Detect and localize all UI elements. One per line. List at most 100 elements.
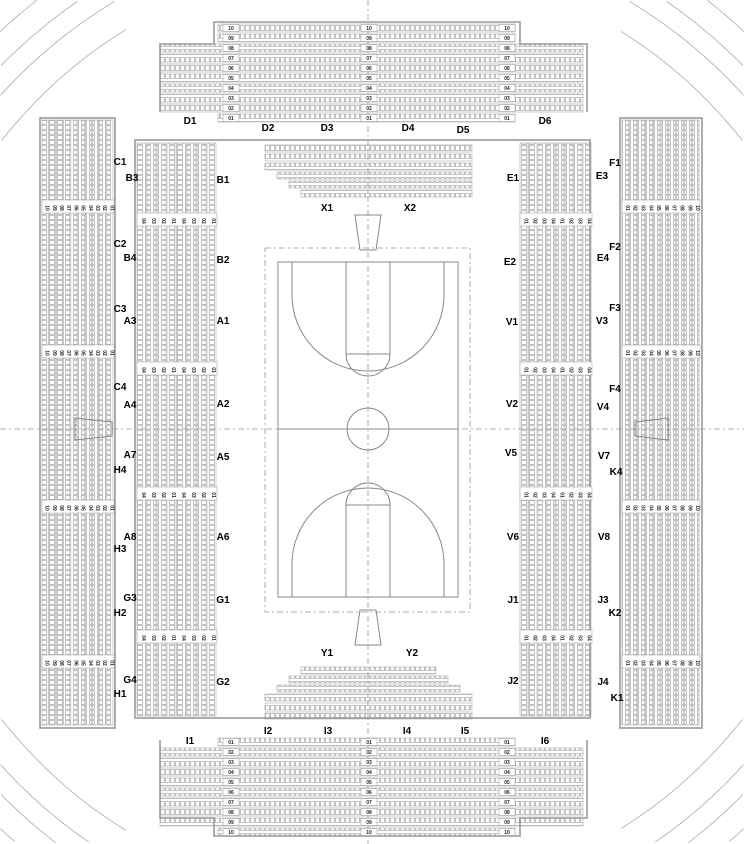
row-number-box bbox=[360, 64, 378, 72]
row-number: 02 bbox=[632, 660, 638, 666]
stadium-ring bbox=[620, 719, 743, 829]
seat-row-y[interactable] bbox=[276, 684, 461, 693]
section-label-e3: E3 bbox=[596, 171, 609, 182]
row-number-box bbox=[222, 94, 240, 102]
row-number: 03 bbox=[94, 205, 100, 211]
seat-column[interactable] bbox=[573, 142, 583, 717]
seat-row-x[interactable] bbox=[300, 189, 473, 198]
seat-column[interactable] bbox=[186, 142, 197, 717]
row-number: 08 bbox=[366, 810, 372, 816]
row-number: 02 bbox=[504, 106, 510, 112]
seat-column[interactable] bbox=[41, 119, 49, 726]
seat-column[interactable] bbox=[537, 142, 547, 717]
section-label-e4: E4 bbox=[597, 253, 610, 264]
seat-column[interactable] bbox=[146, 142, 157, 717]
seat-column[interactable] bbox=[676, 119, 684, 726]
section-label-c2: C2 bbox=[114, 239, 127, 250]
aisle bbox=[519, 629, 593, 644]
seat-row-y[interactable] bbox=[264, 711, 473, 720]
seat-column[interactable] bbox=[92, 119, 99, 726]
seat-column[interactable] bbox=[77, 119, 85, 726]
aisle bbox=[621, 654, 701, 669]
seat-row-x[interactable] bbox=[264, 144, 473, 153]
seat-column[interactable] bbox=[176, 142, 187, 717]
row-number: 02 bbox=[160, 218, 166, 224]
seat-row-y[interactable] bbox=[300, 666, 437, 675]
seat-column[interactable] bbox=[691, 119, 700, 726]
row-number-box bbox=[360, 788, 378, 796]
row-number: 07 bbox=[504, 56, 510, 62]
row-number: 01 bbox=[170, 635, 176, 641]
seat-column[interactable] bbox=[166, 142, 177, 717]
seat-row-x[interactable] bbox=[288, 180, 473, 189]
row-number: 04 bbox=[586, 635, 592, 641]
seat-column[interactable] bbox=[56, 119, 63, 726]
seat-column[interactable] bbox=[136, 142, 147, 717]
row-number-box bbox=[360, 768, 378, 776]
seat-column[interactable] bbox=[582, 142, 592, 717]
seat-row-x[interactable] bbox=[264, 162, 473, 171]
row-number: 08 bbox=[58, 205, 64, 211]
row-number: 03 bbox=[640, 350, 646, 356]
row-number: 07 bbox=[65, 205, 71, 211]
row-number: 07 bbox=[504, 800, 510, 806]
row-number: 02 bbox=[228, 750, 234, 756]
section-label-f3: F3 bbox=[609, 303, 621, 314]
seat-column[interactable] bbox=[564, 142, 574, 717]
row-number: 09 bbox=[686, 205, 692, 211]
seat-column[interactable] bbox=[99, 119, 107, 726]
row-number: 04 bbox=[550, 492, 556, 498]
stadium-ring bbox=[1, 719, 127, 832]
seat-column[interactable] bbox=[84, 119, 92, 726]
seat-row-x[interactable] bbox=[264, 153, 473, 162]
seat-column[interactable] bbox=[48, 119, 56, 726]
seat-row-y[interactable] bbox=[264, 702, 473, 711]
row-number-box bbox=[498, 798, 516, 806]
row-number: 03 bbox=[541, 218, 547, 224]
row-number: 02 bbox=[366, 750, 372, 756]
seat-column[interactable] bbox=[70, 119, 78, 726]
row-number: 08 bbox=[679, 505, 685, 511]
seat-column[interactable] bbox=[546, 142, 556, 717]
row-number: 01 bbox=[523, 218, 529, 224]
seat-column[interactable] bbox=[668, 119, 676, 726]
seat-column[interactable] bbox=[196, 142, 207, 717]
row-number: 05 bbox=[80, 505, 86, 511]
seat-column[interactable] bbox=[637, 119, 645, 726]
row-number: 01 bbox=[366, 740, 372, 746]
seat-column[interactable] bbox=[555, 142, 565, 717]
row-number: 04 bbox=[647, 505, 653, 511]
row-number: 03 bbox=[366, 96, 372, 102]
seat-row-x[interactable] bbox=[276, 171, 473, 180]
row-number: 09 bbox=[51, 350, 57, 356]
row-number: 01 bbox=[210, 367, 216, 373]
seat-column[interactable] bbox=[652, 119, 661, 726]
seat-column[interactable] bbox=[106, 119, 114, 726]
seat-column[interactable] bbox=[684, 119, 692, 726]
seat-column[interactable] bbox=[156, 142, 167, 717]
seat-column[interactable] bbox=[621, 119, 630, 726]
row-number: 01 bbox=[624, 660, 630, 666]
section-label-f4: F4 bbox=[609, 384, 621, 395]
row-number: 03 bbox=[190, 218, 196, 224]
seat-column[interactable] bbox=[63, 119, 71, 726]
row-number: 02 bbox=[200, 492, 206, 498]
seat-row-y[interactable] bbox=[288, 675, 449, 684]
seat-column[interactable] bbox=[206, 142, 217, 717]
row-number: 06 bbox=[228, 66, 234, 72]
seat-column[interactable] bbox=[629, 119, 637, 726]
seat-column[interactable] bbox=[528, 142, 538, 717]
section-label-g3: G3 bbox=[123, 593, 137, 604]
seat-column[interactable] bbox=[519, 142, 529, 717]
row-number: 03 bbox=[577, 635, 583, 641]
row-number: 05 bbox=[80, 660, 86, 666]
row-number-box bbox=[498, 64, 516, 72]
row-number-box bbox=[222, 34, 240, 42]
row-number: 03 bbox=[366, 760, 372, 766]
seat-row-y[interactable] bbox=[264, 693, 473, 702]
row-number: 07 bbox=[671, 660, 677, 666]
seat-column[interactable] bbox=[645, 119, 653, 726]
row-number-box bbox=[222, 748, 240, 756]
